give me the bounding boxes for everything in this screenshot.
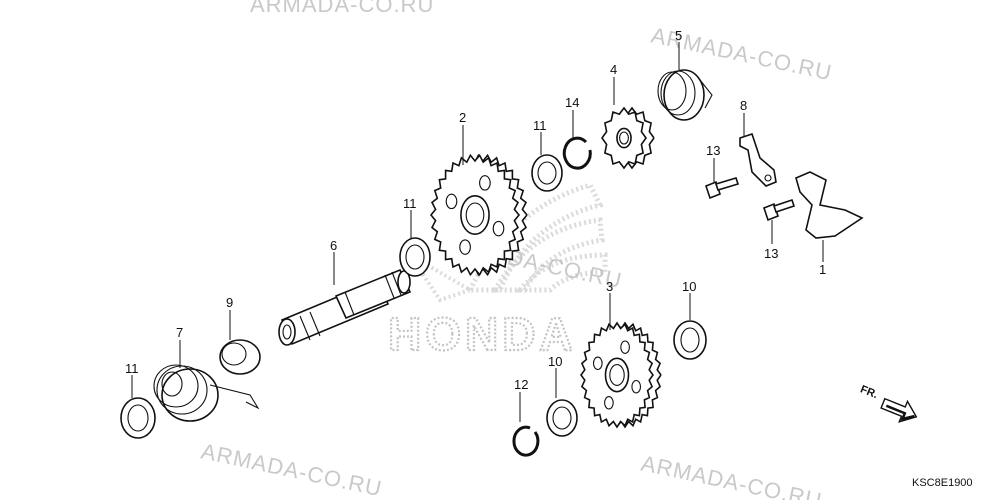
callout-11a: 11: [125, 361, 139, 376]
callout-labels: 1 2 3 4 5 6 7 8 9 10 10 11 11 11 12 13 1…: [125, 28, 826, 392]
callout-3: 3: [606, 279, 613, 294]
part-ratchet-spring: [657, 69, 713, 121]
part-bolt-13b: [763, 198, 796, 222]
callout-2: 2: [459, 110, 466, 125]
callout-11b: 11: [403, 196, 417, 211]
callout-5: 5: [675, 28, 682, 43]
watermark-text: ARMADA-CO.RU: [250, 0, 434, 17]
part-gear-lower: [580, 321, 662, 429]
diagram-code: KSC8E1900: [912, 477, 973, 489]
part-bolt-13a: [705, 177, 740, 200]
watermark-text: ARMADA-CO.RU: [639, 450, 825, 500]
callout-6: 6: [330, 238, 337, 253]
watermark-text: ARMADA-CO.RU: [199, 438, 385, 500]
callout-13a: 13: [706, 143, 720, 158]
callout-10a: 10: [682, 279, 696, 294]
callout-4: 4: [610, 62, 617, 77]
part-bracket: [795, 171, 864, 239]
fr-label: FR.: [858, 383, 879, 401]
callout-14: 14: [565, 95, 579, 110]
part-washer-10a: [673, 320, 707, 360]
callout-11c: 11: [533, 118, 547, 133]
part-washer-10b: [546, 399, 578, 437]
part-washer-11a: [120, 397, 156, 439]
callout-1: 1: [819, 262, 826, 277]
callout-10b: 10: [548, 354, 562, 369]
part-ratchet: [601, 106, 655, 170]
callout-8: 8: [740, 98, 747, 113]
part-spring: [153, 364, 260, 422]
callout-7: 7: [176, 325, 183, 340]
part-washer-11b: [399, 237, 431, 277]
callout-9: 9: [226, 295, 233, 310]
callout-13b: 13: [764, 246, 778, 261]
part-washer-11c: [531, 154, 563, 192]
part-shaft: [278, 268, 412, 346]
part-plate: [739, 132, 777, 187]
part-circlip-14: [562, 136, 592, 170]
leader-lines: [131, 42, 824, 422]
part-collar: [219, 339, 261, 375]
front-direction-indicator: FR.: [858, 383, 918, 423]
honda-brand-watermark: HONDA: [388, 308, 577, 360]
part-gear-large: [429, 153, 528, 277]
callout-12: 12: [514, 377, 528, 392]
part-circlip-12: [512, 425, 540, 457]
